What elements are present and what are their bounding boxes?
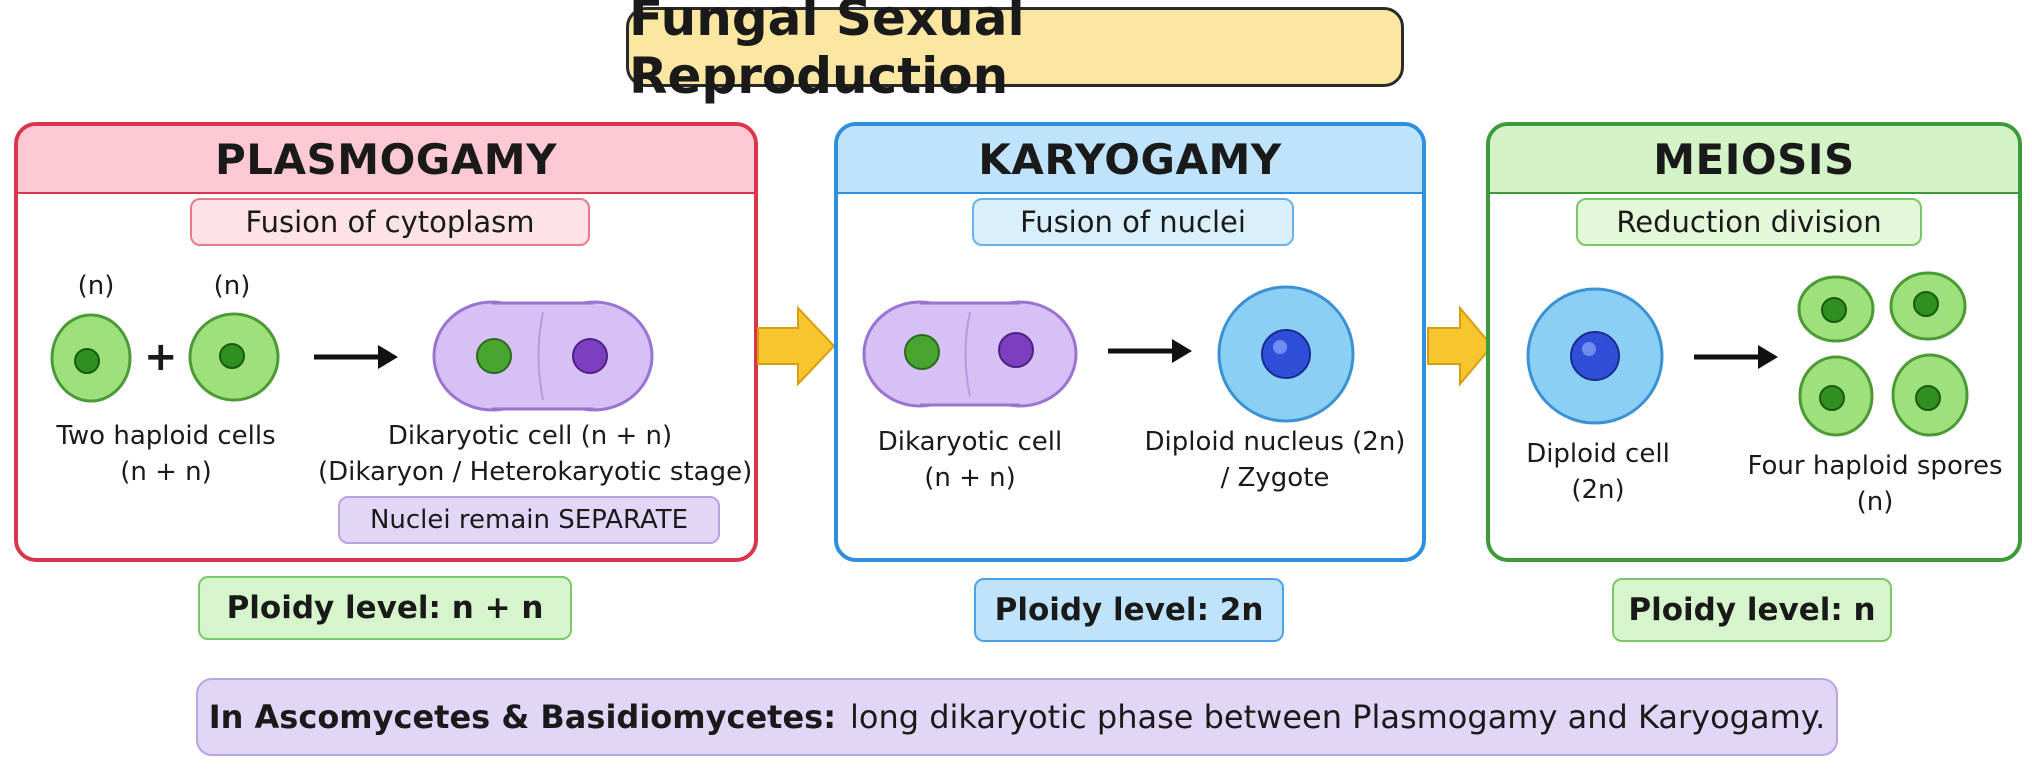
diploid-cell-label: Diploid cell (2n) <box>1508 436 1688 508</box>
haploid-n-label-right: (n) <box>213 271 251 301</box>
karyogamy-ploidy-badge: Ploidy level: 2n <box>974 578 1284 642</box>
diploid-nucleus-label-line2: / Zygote <box>1220 463 1330 493</box>
diploid-nucleus-cell <box>1217 285 1355 423</box>
four-haploid-spores-label-line2: (n) <box>1856 487 1894 517</box>
dikaryotic-cell-label-line2: (Dikaryon / Heterokaryotic stage) <box>318 457 753 487</box>
diploid-cell-label-line1: Diploid cell <box>1526 439 1670 469</box>
plasmogamy-process-arrow <box>314 345 398 369</box>
note-bold-prefix: In Ascomycetes & Basidiomycetes: <box>208 698 836 736</box>
diploid-cell-meiosis <box>1526 287 1664 425</box>
meiosis-header: MEIOSIS <box>1490 126 2018 194</box>
four-haploid-spores-label: Four haploid spores (n) <box>1740 448 2010 520</box>
dikaryotic-cell-karyogamy <box>862 300 1078 408</box>
meiosis-process-arrow <box>1694 345 1778 369</box>
karyogamy-dikaryotic-label-line2: (n + n) <box>924 463 1016 493</box>
plasmogamy-header: PLASMOGAMY <box>18 126 754 194</box>
karyogamy-header: KARYOGAMY <box>838 126 1422 194</box>
transition-arrow-1 <box>757 305 836 387</box>
meiosis-ploidy-badge: Ploidy level: n <box>1612 578 1892 642</box>
haploid-cell-right <box>188 312 280 402</box>
meiosis-subtitle: Reduction division <box>1576 198 1922 246</box>
karyogamy-process-arrow <box>1108 339 1192 363</box>
karyogamy-dikaryotic-label-line1: Dikaryotic cell <box>877 427 1063 457</box>
diagram-title: Fungal Sexual Reproduction <box>626 0 1404 105</box>
four-haploid-spores-label-line1: Four haploid spores <box>1747 451 2003 481</box>
dikaryotic-phase-note: In Ascomycetes & Basidiomycetes: long di… <box>196 678 1838 756</box>
plus-sign: + <box>144 334 178 380</box>
two-haploid-cells-label-line1: Two haploid cells <box>56 421 276 451</box>
note-text: long dikaryotic phase between Plasmogamy… <box>849 698 1826 736</box>
haploid-n-label-left: (n) <box>77 271 115 301</box>
haploid-spore-1 <box>1797 275 1875 343</box>
nuclei-separate-tag: Nuclei remain SEPARATE <box>338 496 720 544</box>
dikaryotic-cell-label-line1: Dikaryotic cell (n + n) <box>387 421 673 451</box>
karyogamy-subtitle: Fusion of nuclei <box>972 198 1294 246</box>
diploid-nucleus-label: Diploid nucleus (2n) / Zygote <box>1130 424 1420 496</box>
haploid-spore-3 <box>1798 355 1874 437</box>
two-haploid-cells-label: Two haploid cells (n + n) <box>38 418 294 490</box>
diploid-cell-label-line2: (2n) <box>1571 475 1625 505</box>
haploid-cell-left <box>50 313 132 403</box>
plasmogamy-ploidy-badge: Ploidy level: n + n <box>198 576 572 640</box>
haploid-spore-2 <box>1889 271 1967 341</box>
haploid-spore-4 <box>1891 353 1969 437</box>
diploid-nucleus-label-line1: Diploid nucleus (2n) <box>1144 427 1406 457</box>
plasmogamy-subtitle: Fusion of cytoplasm <box>190 198 590 246</box>
dikaryotic-cell-label: Dikaryotic cell (n + n) (Dikaryon / Hete… <box>318 418 753 490</box>
transition-arrow-2 <box>1427 305 1494 387</box>
two-haploid-cells-label-line2: (n + n) <box>120 457 212 487</box>
dikaryotic-cell-plasmogamy <box>432 300 654 412</box>
karyogamy-dikaryotic-label: Dikaryotic cell (n + n) <box>850 424 1090 496</box>
